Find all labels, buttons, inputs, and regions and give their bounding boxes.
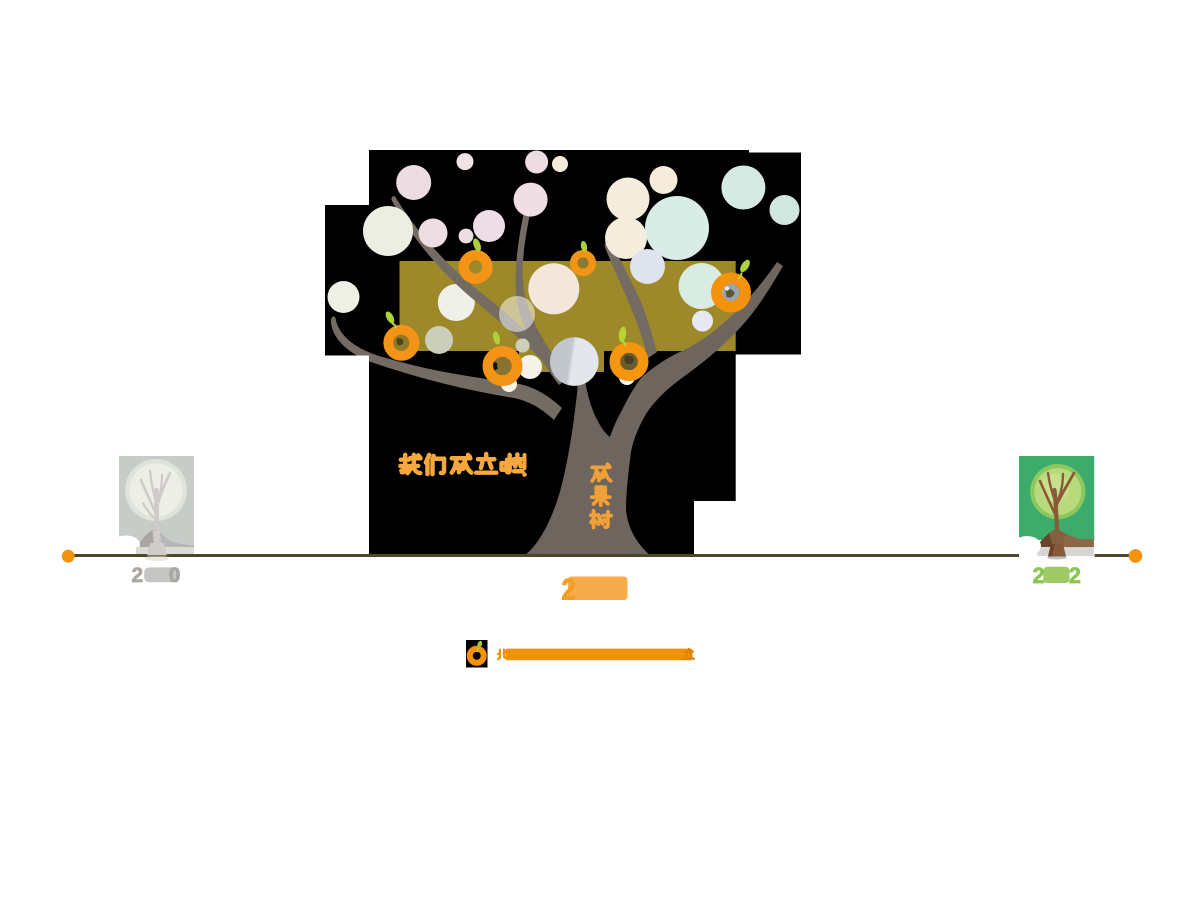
svg-text:2: 2 — [132, 564, 144, 587]
svg-text:2: 2 — [562, 574, 577, 607]
svg-text:2: 2 — [1033, 563, 1045, 588]
svg-text:0: 0 — [169, 564, 181, 587]
svg-text:2: 2 — [1069, 563, 1081, 588]
